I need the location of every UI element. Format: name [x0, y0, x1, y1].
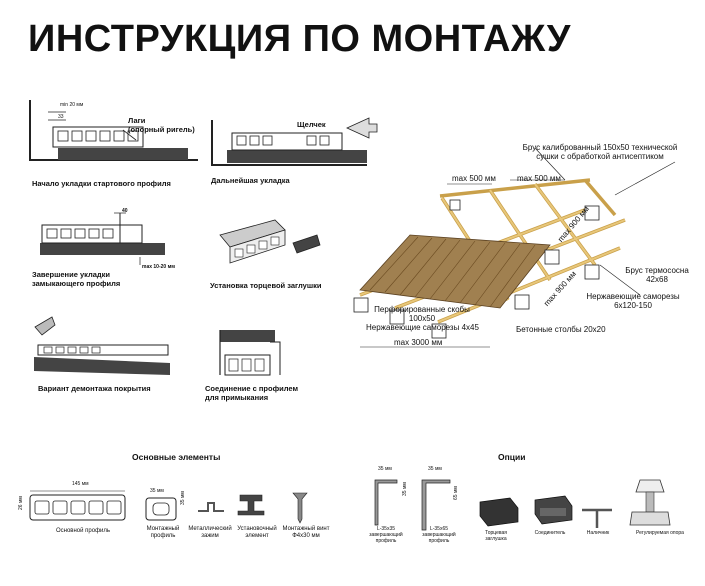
opt-item-trim: Наличник: [586, 530, 610, 536]
click-label: Щелчек: [297, 120, 326, 129]
step-join-profile: Соединение с профилем для примыкания: [205, 325, 355, 405]
opt-item-l35x65: L-35х65 завершающий профиль: [422, 526, 456, 544]
opt-dim-a: 35 мм: [378, 466, 392, 472]
step-start-profile: min 20 мм 33 Лаги (опорный ригель) Начал…: [18, 100, 198, 190]
opt-dim-b: 35 мм: [428, 466, 442, 472]
step-further-illustration: [211, 117, 378, 166]
dim-max500-a: max 500 мм: [452, 174, 496, 183]
basic-elements-title: Основные элементы: [132, 452, 221, 462]
opt-dim-b-side: 65 мм: [453, 486, 459, 500]
dim-max10-20: max 10-20 мм: [142, 264, 175, 270]
basic-item-mount-profile: Монтажный профиль: [146, 526, 180, 539]
dim-33: 33: [58, 114, 64, 120]
step-start-illustration: [29, 100, 198, 161]
dim-max500-b: max 500 мм: [517, 174, 561, 183]
joist-label: Лаги (опорный ригель): [128, 116, 195, 134]
options-illustrations: [374, 479, 671, 531]
basic-elements-illustrations: [29, 490, 308, 524]
basic-item-metal-clip: Металлический зажим: [188, 526, 232, 539]
opt-item-connector: Соединитель: [534, 530, 566, 536]
pillars-label: Бетонные столбы 20х20: [516, 325, 606, 334]
opt-item-adjustable-support: Регулируемая опора: [636, 530, 684, 536]
dim-max3000: max 3000 мм: [394, 338, 443, 347]
dim-35-a: 35 мм: [150, 488, 164, 494]
dim-min20: min 20 мм: [60, 102, 84, 108]
screws2-label: Нержавеющие саморезы 4х45: [366, 323, 479, 332]
basic-item-main-profile: Основной профиль: [55, 528, 110, 534]
brackets-label: Перфорированные скобы 100х50: [374, 305, 470, 323]
screws1-label: Нержавеющие саморезы 6х120-150: [586, 292, 680, 310]
basic-item-install-element: Установочный элемент: [237, 526, 277, 539]
basic-item-screw: Монтажный винт Ф4х30 мм: [282, 526, 330, 539]
options-title: Опции: [498, 452, 526, 462]
dim-145: 145 мм: [72, 481, 89, 487]
step-further-laying: Щелчек Дальнейшая укладка: [207, 100, 387, 190]
page-title: ИНСТРУКЦИЯ ПО МОНТАЖУ: [28, 18, 571, 60]
opt-item-l35x35: L-35х35 завершающий профиль: [369, 526, 403, 544]
step-end-cap: Установка торцевой заглушки: [205, 215, 355, 295]
step-closing-profile: 40 max 10-20 мм Завершение укладки замык…: [30, 205, 190, 295]
step-join-caption: Соединение с профилем для примыкания: [205, 384, 299, 402]
step-start-caption: Начало укладки стартового профиля: [32, 179, 171, 188]
step-join-illustration: [219, 330, 281, 376]
step-dismantle-illustration: [34, 316, 170, 375]
step-end-cap-caption: Установка торцевой заглушки: [210, 281, 322, 290]
step-further-caption: Дальнейшая укладка: [211, 176, 290, 185]
deck-diagram: [353, 147, 676, 348]
dim-35-b: 35 мм: [180, 491, 186, 505]
step-dismantle-caption: Вариант демонтажа покрытия: [38, 384, 151, 393]
step-dismantle: Вариант демонтажа покрытия: [30, 315, 190, 395]
step-closing-illustration: [40, 212, 165, 265]
opt-item-end-cap: Торцевая заглушка: [485, 530, 507, 542]
step-end-cap-illustration: [219, 219, 321, 264]
opt-dim-a-side: 35 мм: [402, 482, 408, 496]
dim-26: 26 мм: [18, 496, 24, 510]
step-closing-caption: Завершение укладки замыкающего профиля: [32, 270, 121, 288]
dim-40: 40: [122, 208, 128, 214]
beam-label: Брус калиброванный 150х50 технической су…: [522, 143, 678, 161]
thermo-label: Брус термососна 42х68: [625, 266, 689, 284]
